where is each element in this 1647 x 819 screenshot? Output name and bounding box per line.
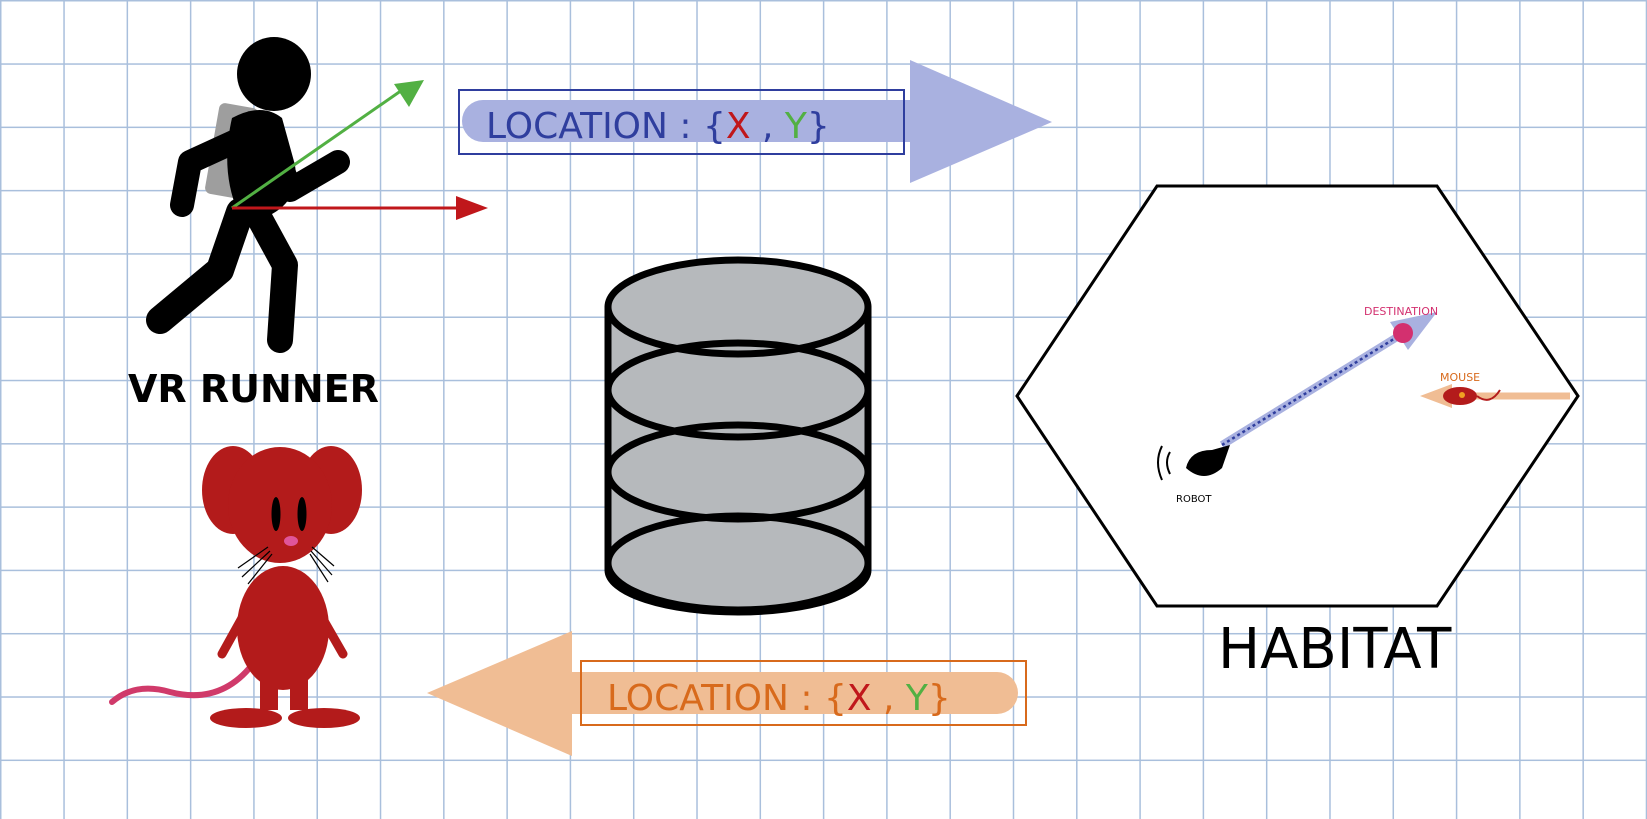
- mouse-head: [228, 447, 332, 563]
- bottom-location-suffix: }: [928, 678, 951, 719]
- robot-path-dots: [1221, 332, 1403, 447]
- mouse-left-eye: [271, 497, 281, 531]
- habitat-mouse-tail: [1476, 389, 1501, 401]
- database-ring-1: [604, 339, 872, 441]
- robot-signal-icon: [1166, 451, 1171, 475]
- top-arrow-shaft: [462, 100, 942, 142]
- bottom-location-text: LOCATION : {X , Y}: [607, 678, 951, 719]
- top-arrow-head: [910, 60, 1052, 183]
- runner-back-leg: [146, 198, 254, 334]
- top-location-prefix: LOCATION : {: [486, 106, 726, 147]
- runner-back-arm: [170, 128, 250, 217]
- runner-head: [237, 37, 311, 111]
- runner-front-leg: [242, 197, 298, 353]
- mouse-whisker: [241, 550, 271, 578]
- vr-runner-figure: [146, 37, 488, 353]
- bottom-location-arrow: LOCATION : {X , Y}: [427, 631, 1027, 756]
- mouse-left-foot: [210, 708, 282, 728]
- top-location-comma: ,: [751, 106, 785, 147]
- mouse-whisker: [247, 553, 273, 585]
- robot-label: ROBOT: [1176, 494, 1212, 505]
- mouse-tail: [109, 662, 255, 705]
- runner-label: VR RUNNER: [128, 367, 379, 411]
- mouse-figure: [109, 446, 362, 728]
- mouse-whisker: [309, 553, 329, 583]
- bottom-location-comma: ,: [872, 678, 906, 719]
- bottom-location-box: [580, 660, 1027, 726]
- database-icon: [604, 256, 872, 616]
- mouse-path-arrowhead: [1420, 384, 1452, 408]
- database-ring-3: [604, 512, 872, 614]
- mouse-whisker: [237, 546, 269, 569]
- top-location-text: LOCATION : {X , Y}: [486, 106, 830, 147]
- mouse-right-eye: [297, 497, 307, 531]
- robot-signal-icon-outer: [1157, 445, 1163, 481]
- destination-label: DESTINATION: [1364, 305, 1438, 318]
- mouse-habitat-label: MOUSE: [1440, 371, 1480, 384]
- runner-front-arm: [260, 128, 350, 202]
- bottom-location-y: Y: [905, 678, 929, 719]
- mouse-nose: [284, 536, 298, 546]
- mouse-whisker: [311, 546, 335, 567]
- destination-marker: [1393, 323, 1413, 343]
- bottom-arrow-head: [427, 631, 572, 756]
- mouse-right-leg: [290, 670, 308, 710]
- top-location-suffix: }: [807, 106, 830, 147]
- y-vector-line: [231, 86, 406, 210]
- bottom-location-prefix: LOCATION : {: [607, 678, 847, 719]
- robot-icon: [1186, 445, 1230, 476]
- habitat-label: HABITAT: [1218, 617, 1452, 682]
- top-location-y: Y: [784, 106, 808, 147]
- database-top: [604, 256, 872, 358]
- destination-arrowhead: [1390, 312, 1437, 350]
- top-location-box: [458, 89, 905, 155]
- top-location-arrow: LOCATION : {X , Y}: [458, 60, 1052, 183]
- habitat-mouse-marker: [1459, 392, 1465, 398]
- mouse-body: [237, 566, 329, 690]
- mouse-left-leg: [260, 670, 278, 710]
- habitat-area: DESTINATION ROBOT MOUSE: [1015, 184, 1580, 608]
- x-vector-arrowhead: [456, 196, 488, 220]
- bottom-arrow-shaft: [540, 672, 1018, 714]
- bottom-location-x: X: [847, 678, 872, 719]
- top-location-x: X: [726, 106, 751, 147]
- mouse-whisker: [310, 550, 333, 576]
- y-vector-arrowhead: [394, 80, 424, 107]
- mouse-right-foot: [288, 708, 360, 728]
